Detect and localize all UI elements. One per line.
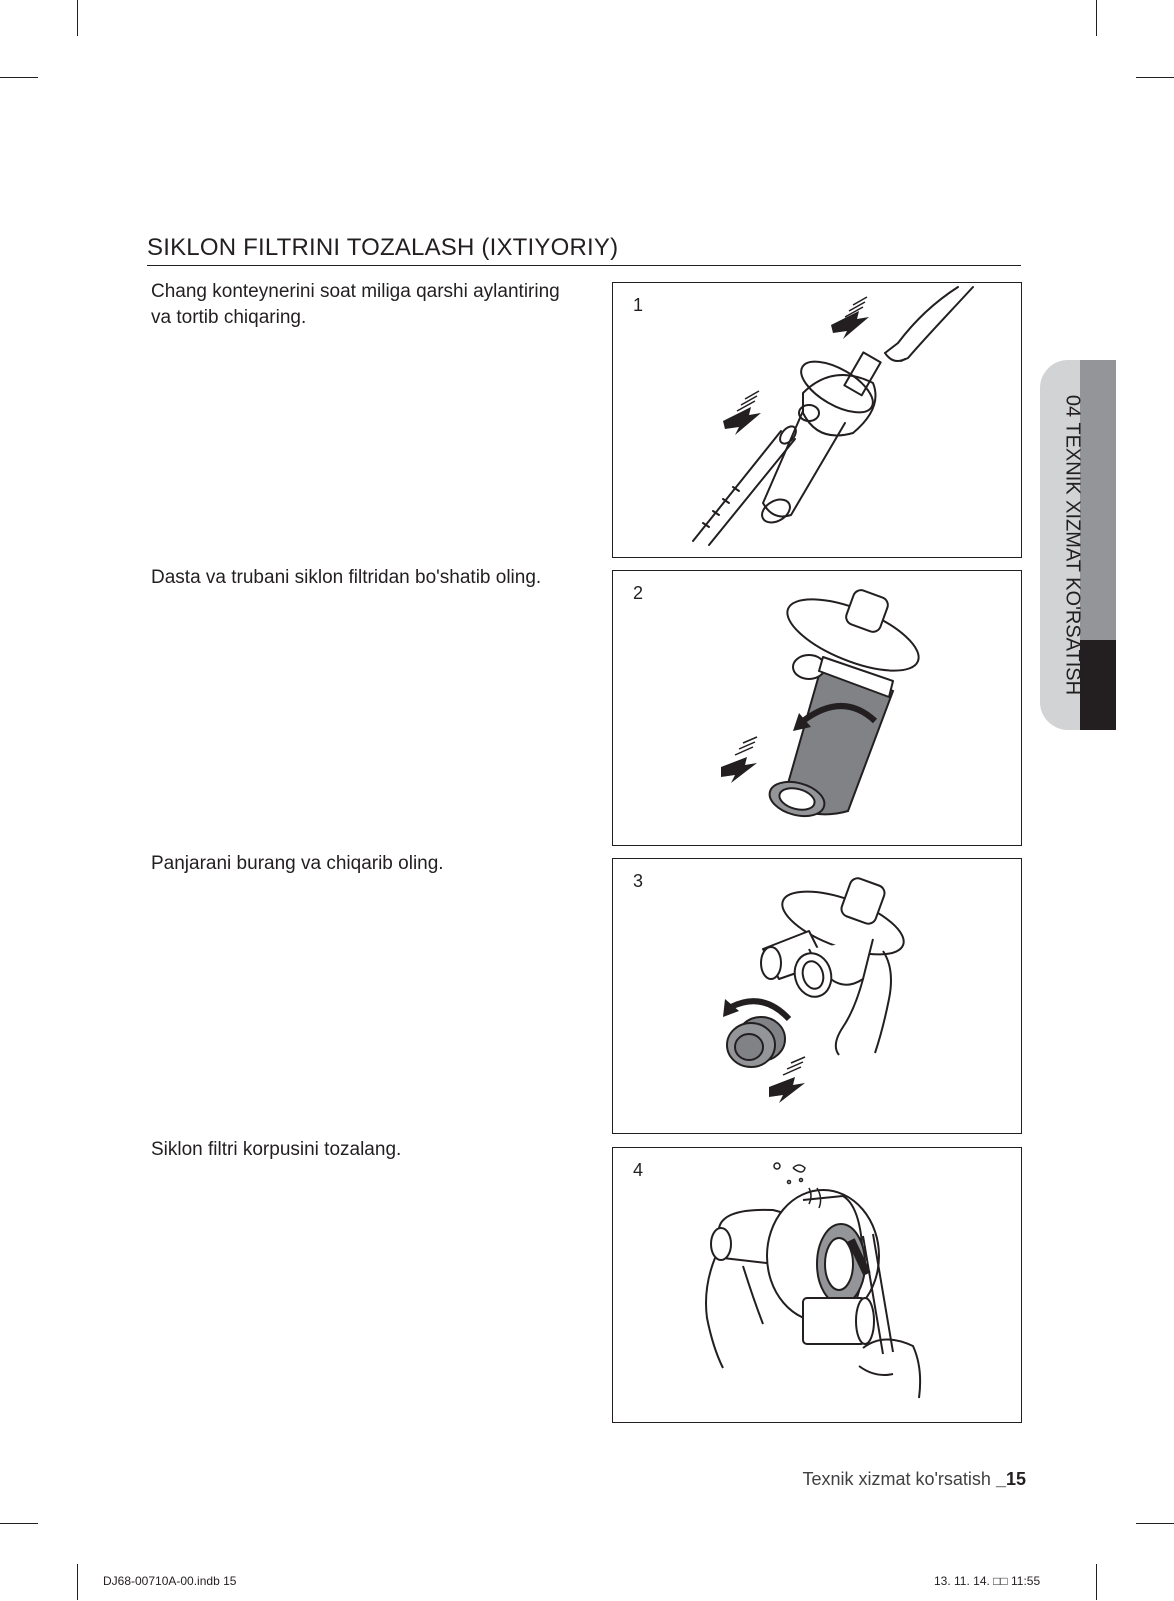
chapter-label: 04 TEXNIK XIZMAT KO'RSATISH: [1061, 395, 1084, 695]
step-4-text: Siklon filtri korpusini tozalang.: [151, 1137, 561, 1163]
print-slug-file: DJ68-00710A-00.indb 15: [103, 1574, 236, 1588]
print-slug-date: 13. 11. 14. □□ 11:55: [934, 1574, 1040, 1588]
title-divider: [147, 265, 1021, 266]
step-2-illustration: 2: [612, 570, 1022, 846]
step-2-text: Dasta va trubani siklon filtridan bo'sha…: [151, 565, 561, 591]
remove-grille-drawing: [613, 859, 1023, 1135]
side-tab-gray-band: [1080, 360, 1116, 640]
crop-mark: [1136, 1523, 1174, 1524]
clean-cyclone-housing-drawing: [613, 1148, 1023, 1424]
step-4-illustration: 4: [612, 1147, 1022, 1423]
step-3-text: Panjarani burang va chiqarib oling.: [151, 851, 561, 877]
page-title: SIKLON FILTRINI TOZALASH (IXTIYORIY): [147, 234, 618, 262]
side-tab-black-band: [1080, 640, 1116, 730]
page-number: _15: [996, 1469, 1026, 1489]
crop-mark: [1096, 1564, 1097, 1600]
crop-mark: [1096, 0, 1097, 36]
page-footer: Texnik xizmat ko'rsatish _15: [802, 1469, 1026, 1490]
crop-mark: [77, 0, 78, 36]
crop-mark: [0, 1523, 38, 1524]
crop-mark: [1136, 77, 1174, 78]
rotate-dust-container-drawing: [613, 571, 1023, 847]
step-1-illustration: 1: [612, 282, 1022, 558]
step-3-illustration: 3: [612, 858, 1022, 1134]
footer-section: Texnik xizmat ko'rsatish: [802, 1469, 996, 1489]
crop-mark: [0, 77, 38, 78]
step-1-text: Chang konteynerini soat miliga qarshi ay…: [151, 279, 561, 331]
crop-mark: [77, 1564, 78, 1600]
detach-hose-and-pipe-drawing: [613, 283, 1023, 559]
